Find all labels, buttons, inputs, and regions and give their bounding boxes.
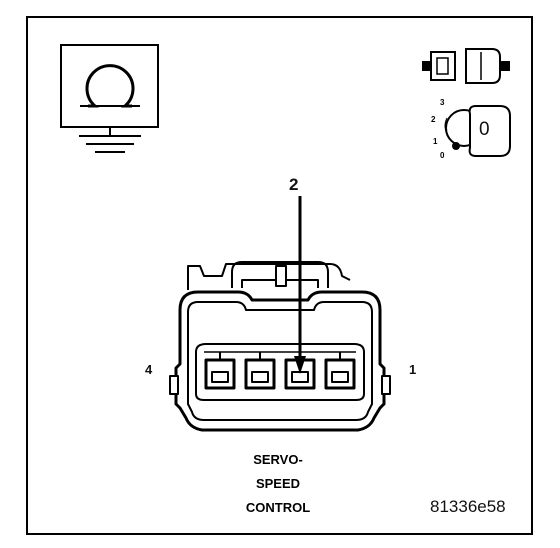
connector-face (169, 261, 391, 432)
terminal-cavity (324, 352, 356, 390)
ignition-position-label: 0 (440, 151, 445, 160)
ignition-position-label: 1 (433, 137, 438, 146)
pin-2-arrow (294, 196, 306, 374)
figure-id: 81336e58 (430, 497, 506, 516)
pin-left-label: 4 (145, 362, 153, 377)
ignition-key-off-icon (444, 105, 511, 157)
connector-title-line: SPEED (255, 476, 301, 491)
pin-callout-label: 2 (289, 175, 299, 194)
terminal-cavity (244, 352, 276, 390)
ignition-position-label: 2 (431, 115, 436, 124)
disconnected-connector-icon (422, 48, 510, 84)
pin-right-label: 1 (409, 362, 417, 377)
diagram-border (26, 16, 533, 535)
terminal-cavity (284, 358, 316, 390)
ignition-position-label: 3 (440, 98, 445, 107)
ignition-key-label: 0 (479, 119, 490, 140)
connector-title-line: CONTROL (245, 500, 311, 515)
ground-resistance-icon (60, 44, 159, 153)
terminal-cavity (204, 352, 236, 390)
connector-title-line: SERVO- (253, 452, 303, 467)
